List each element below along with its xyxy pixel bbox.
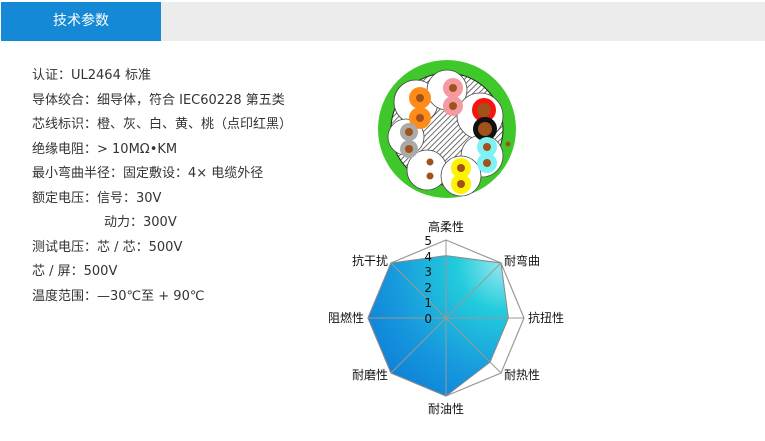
cable-cross-section-image <box>372 58 522 200</box>
spec-rated-voltage-power: 动力：300V <box>104 215 177 230</box>
radar-tick-label: 1 <box>424 296 432 310</box>
radar-spokes <box>368 240 524 396</box>
radar-tick-label: 5 <box>424 234 432 248</box>
spec-temperature-range: 温度范围：—30℃至 + 90℃ <box>32 288 205 304</box>
radar-label-anti-interference: 抗干扰 <box>352 253 388 268</box>
radar-tick-label: 2 <box>424 281 432 295</box>
performance-radar-chart: 0 1 2 3 4 5 高柔性 耐弯曲 抗扭性 耐热性 耐油性 耐磨性 阻燃性 … <box>320 214 580 434</box>
tab-bar: 技术参数 <box>1 2 765 41</box>
radar-tick-labels: 0 1 2 3 4 5 <box>424 234 432 326</box>
spec-test-voltage-core-core: 测试电压：芯 / 芯：500V <box>32 239 183 255</box>
spec-certification: 认证：UL2464 标准 <box>32 68 151 83</box>
radar-tick-label: 3 <box>424 265 432 279</box>
radar-label-heat-resistance: 耐热性 <box>504 368 540 382</box>
spec-list: 认证：UL2464 标准 导体绞合：细导体，符合 IEC60228 第五类 芯线… <box>32 64 292 309</box>
radar-label-torsion-resistance: 抗扭性 <box>528 310 564 325</box>
spec-bend-radius: 最小弯曲半径：固定敷设：4× 电缆外径 <box>32 166 264 181</box>
spec-rated-voltage-signal: 额定电压：信号：30V <box>32 190 162 206</box>
tab-technical-params[interactable]: 技术参数 <box>1 2 161 41</box>
spec-core-identification: 芯线标识：橙、灰、白、黄、桃（点印红黑） <box>32 117 293 132</box>
spec-insulation-resistance: 绝缘电阻：> 10MΩ•KM <box>32 141 178 157</box>
radar-tick-label: 0 <box>424 312 432 326</box>
radar-tick-label: 4 <box>424 250 432 264</box>
spec-conductor: 导体绞合：细导体，符合 IEC60228 第五类 <box>32 92 285 108</box>
radar-label-bend-resistance: 耐弯曲 <box>504 253 540 268</box>
radar-label-flame-retardant: 阻燃性 <box>328 310 364 325</box>
radar-label-abrasion-resistance: 耐磨性 <box>352 368 388 382</box>
spec-test-voltage-core-shield: 芯 / 屏：500V <box>32 264 118 279</box>
radar-label-oil-resistance: 耐油性 <box>428 402 464 416</box>
radar-label-high-flexibility: 高柔性 <box>428 219 464 234</box>
